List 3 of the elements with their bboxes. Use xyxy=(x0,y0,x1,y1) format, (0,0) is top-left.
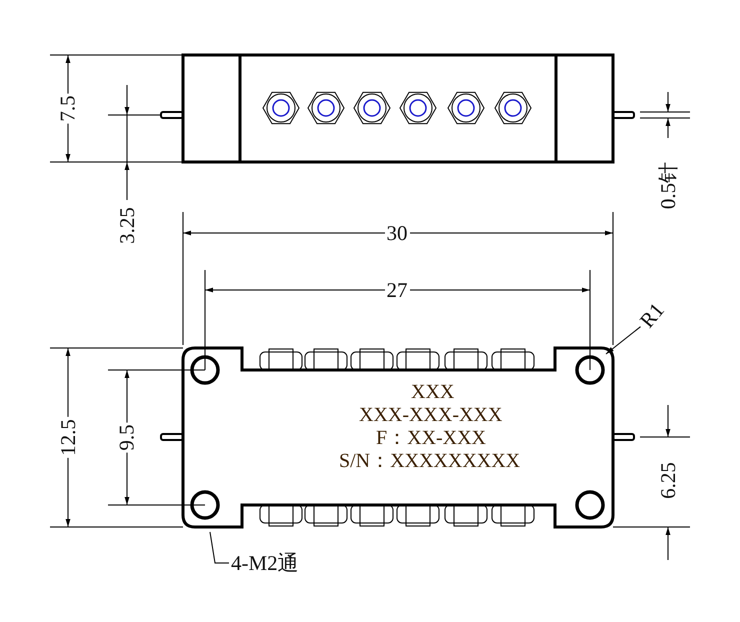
leader-line xyxy=(210,532,230,564)
leader-line xyxy=(606,326,641,354)
product-text: S/N：XXXXXXXXX xyxy=(337,450,522,470)
